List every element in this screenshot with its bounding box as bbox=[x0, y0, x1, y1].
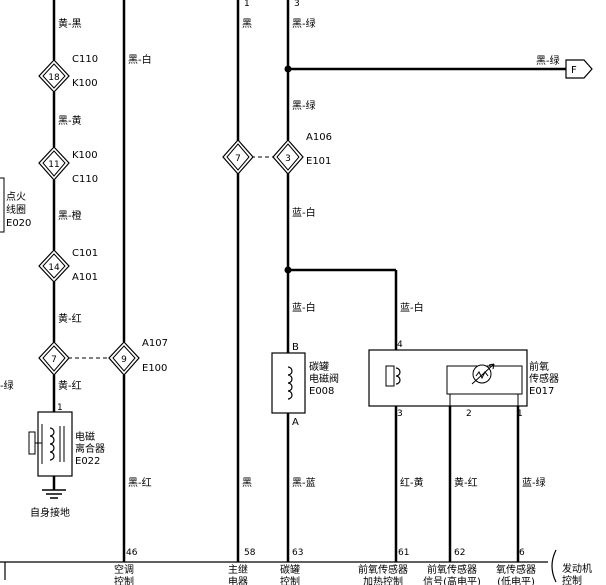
svg-text:14: 14 bbox=[48, 263, 60, 273]
wire-label: 蓝-白 bbox=[292, 206, 316, 219]
canister-solenoid bbox=[271, 352, 306, 414]
clutch-component bbox=[28, 411, 73, 499]
wire-label: 蓝-绿 bbox=[522, 476, 546, 489]
ground-label: 自身接地 bbox=[30, 506, 70, 519]
pin-number: 62 bbox=[454, 548, 465, 558]
wire-label: 蓝-白 bbox=[400, 301, 424, 314]
clutch-label-1: 电磁 bbox=[75, 430, 95, 443]
connector-diamond-14: 14 bbox=[38, 249, 70, 283]
connector-code: A107 bbox=[142, 338, 168, 349]
bottom-label: 前氧传感器 bbox=[358, 563, 408, 576]
connector-diamond-7-left: 7 bbox=[38, 341, 70, 376]
bottom-label: 发动机 bbox=[562, 562, 592, 575]
bottom-label: 信号(高电平) bbox=[423, 575, 481, 585]
canister-pin-a: A bbox=[292, 417, 299, 428]
wire-label: 黑-蓝 bbox=[292, 477, 316, 489]
bottom-label: 碳罐 bbox=[280, 563, 300, 576]
connector-diamond-18: 18 bbox=[38, 59, 70, 93]
svg-text:11: 11 bbox=[48, 160, 59, 170]
wire-label: 黑-红 bbox=[128, 476, 152, 489]
svg-text:3: 3 bbox=[285, 154, 291, 164]
wire-label: 黑-绿 bbox=[292, 99, 316, 112]
connector-code: K100 bbox=[72, 78, 98, 89]
bottom-label: 主继 bbox=[228, 563, 248, 576]
o2-code: E017 bbox=[529, 386, 554, 397]
wire-label: -绿 bbox=[0, 379, 14, 392]
wire-label: 黑-白 bbox=[128, 53, 152, 66]
wire-label: 黄-红 bbox=[454, 476, 478, 489]
pin-number: 58 bbox=[244, 548, 256, 558]
bottom-label: 氧传感器 bbox=[496, 563, 536, 576]
bottom-label: 控制 bbox=[280, 575, 300, 585]
pin-number: 61 bbox=[398, 548, 409, 558]
top-pin-3: 3 bbox=[294, 0, 300, 9]
ignition-label-2: 线圈 bbox=[6, 203, 26, 216]
bottom-label: 控制 bbox=[114, 575, 134, 585]
connector-code: C101 bbox=[72, 248, 98, 259]
wire-label: 蓝-白 bbox=[292, 301, 316, 314]
wire-label: 黑 bbox=[242, 477, 252, 489]
o2-label-2: 传感器 bbox=[529, 372, 559, 385]
wire-label: 红-黄 bbox=[400, 476, 424, 489]
o2-pin-4: 4 bbox=[397, 340, 403, 350]
connector-code: E100 bbox=[142, 363, 167, 374]
wire-label: 黑 bbox=[242, 18, 252, 30]
svg-text:18: 18 bbox=[48, 73, 60, 83]
wire-label: 黑-绿 bbox=[536, 54, 560, 67]
connector-code: A106 bbox=[306, 132, 332, 143]
clutch-pin: 1 bbox=[57, 403, 63, 413]
connector-code: C110 bbox=[72, 54, 98, 65]
svg-text:7: 7 bbox=[235, 154, 241, 164]
connector-diamond-11: 11 bbox=[38, 146, 70, 181]
canister-label-2: 电磁阀 bbox=[309, 372, 339, 385]
svg-text:7: 7 bbox=[51, 355, 57, 365]
junction-dot bbox=[284, 65, 292, 73]
connector-diamond-9: 9 bbox=[108, 341, 140, 376]
canister-label-1: 碳罐 bbox=[309, 360, 329, 373]
wire-label: 黑-黄 bbox=[58, 114, 82, 127]
wire-label: 黑-橙 bbox=[58, 209, 82, 222]
bottom-label: 加热控制 bbox=[363, 575, 403, 585]
top-pin-1: 1 bbox=[244, 0, 250, 9]
wire-label: 黄-黑 bbox=[58, 17, 82, 30]
connector-code: C110 bbox=[72, 174, 98, 185]
o2-sensor bbox=[368, 349, 528, 407]
bottom-label: (低电平) bbox=[497, 575, 535, 585]
connector-diamond-7-mid: 7 bbox=[222, 139, 254, 175]
bottom-label: 空调 bbox=[114, 563, 134, 576]
svg-text:9: 9 bbox=[121, 355, 127, 365]
wire-label: 黑-绿 bbox=[292, 17, 316, 30]
o2-pin-2: 2 bbox=[466, 409, 472, 419]
bottom-label: 电器 bbox=[228, 575, 248, 585]
ignition-code: E020 bbox=[6, 218, 31, 229]
arrow-f-label: F bbox=[571, 65, 577, 76]
ecu-bracket bbox=[551, 549, 557, 583]
canister-code: E008 bbox=[309, 386, 334, 397]
pin-number: 46 bbox=[126, 548, 138, 558]
connector-code: K100 bbox=[72, 150, 98, 161]
bottom-label: 前氧传感器 bbox=[427, 563, 477, 576]
clutch-label-2: 离合器 bbox=[75, 442, 105, 455]
o2-pin-3: 3 bbox=[397, 409, 403, 419]
connector-code: A101 bbox=[72, 272, 98, 283]
connector-diamond-3: 3 bbox=[272, 139, 304, 175]
junction-dot bbox=[284, 266, 292, 274]
bottom-label: 控制 bbox=[562, 574, 582, 585]
wire-label: 黄-红 bbox=[58, 379, 82, 392]
pin-number: 63 bbox=[292, 548, 303, 558]
connector-code: E101 bbox=[306, 156, 331, 167]
o2-pin-1: 1 bbox=[517, 409, 523, 419]
arrow-f-icon bbox=[565, 59, 593, 79]
wire-label: 黄-红 bbox=[58, 312, 82, 325]
canister-pin-b: B bbox=[292, 342, 299, 353]
ignition-bracket bbox=[0, 177, 5, 233]
o2-label-1: 前氧 bbox=[529, 360, 549, 373]
ignition-label-1: 点火 bbox=[6, 191, 26, 203]
clutch-code: E022 bbox=[75, 456, 100, 467]
pin-number: 6 bbox=[519, 548, 525, 558]
